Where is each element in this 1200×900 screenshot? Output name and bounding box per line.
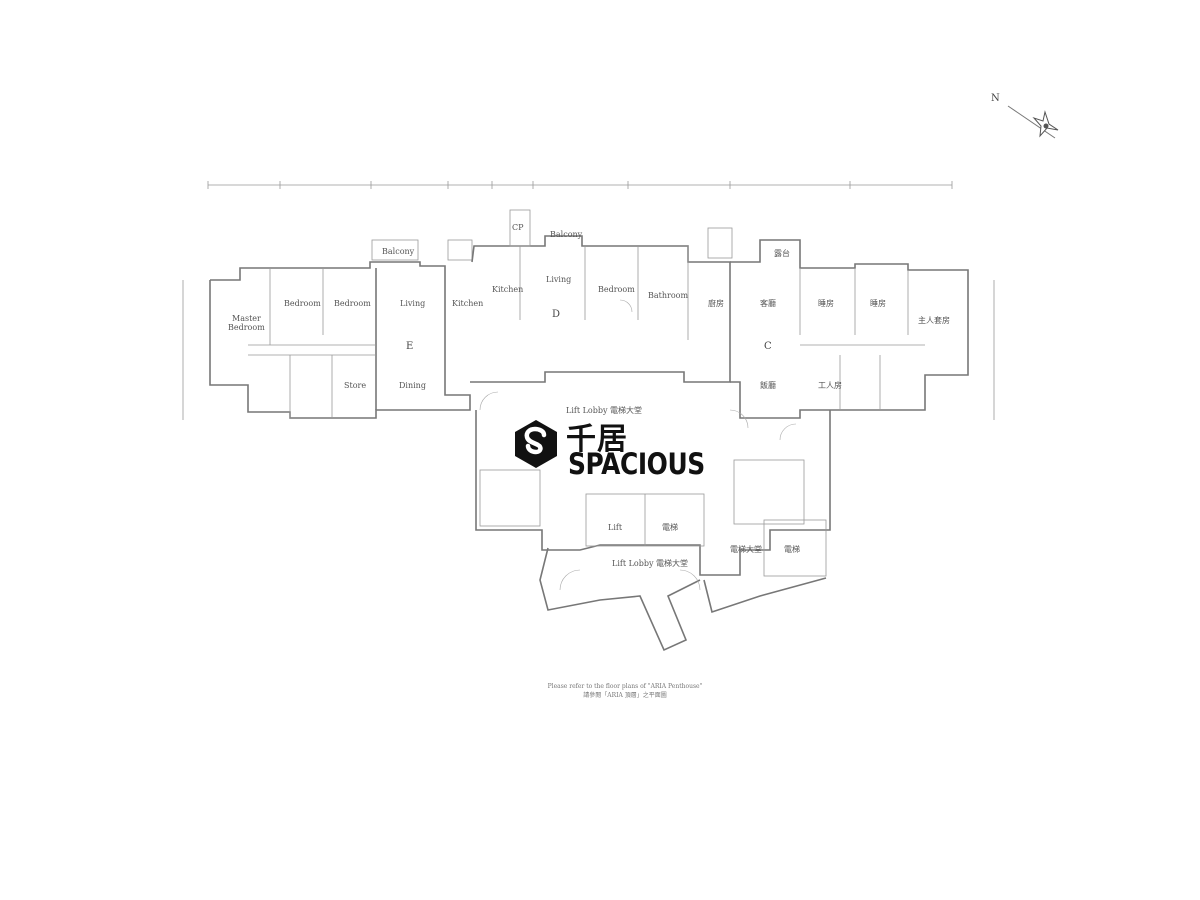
room-balcony-c-label: 露台 (774, 248, 790, 258)
unit-c: C 廚房 客廳 睡房 睡房 主人套房 飯廳 工人房 露台 (708, 248, 950, 390)
compass-label: N (991, 93, 1000, 104)
room-bedroom-c-label-2: 睡房 (870, 298, 886, 308)
unit-e-letter: E (406, 341, 413, 352)
door-swings (479, 299, 797, 591)
room-master-bedroom-label-2: Bedroom (228, 323, 265, 332)
unit-d-letter: D (552, 309, 560, 320)
room-bedroom-c-label: 睡房 (818, 298, 834, 308)
room-bedroom-label-2: Bedroom (334, 299, 371, 308)
room-kitchen-d-label: Kitchen (492, 285, 523, 294)
spacious-logo-icon (515, 420, 557, 468)
room-dining-c-label: 飯廳 (760, 380, 776, 390)
unit-d: D Kitchen Living Bedroom Bathroom Balcon… (492, 223, 688, 320)
room-master-bedroom-label: Master (232, 314, 261, 323)
room-kitchen-label: Kitchen (452, 299, 483, 308)
lift-right-label: 電梯 (784, 544, 800, 554)
lift-lobby-bottom-label: Lift Lobby 電梯大堂 (612, 558, 688, 568)
room-bedroom-d-label: Bedroom (598, 285, 635, 294)
room-dining-label: Dining (399, 381, 426, 390)
lift-cn-label: 電梯 (662, 522, 678, 532)
room-living-c-label: 客廳 (760, 298, 776, 308)
watermark-cn: 千居 (566, 422, 628, 457)
watermark-en: SPACIOUS (568, 447, 705, 481)
room-living-d-label: Living (546, 275, 571, 284)
room-store-label: Store (344, 381, 366, 390)
room-bedroom-label: Bedroom (284, 299, 321, 308)
room-bathroom-d-label: Bathroom (648, 291, 688, 300)
room-store-c-label: 工人房 (818, 380, 842, 390)
common-areas: Lift Lobby 電梯大堂 Lift 電梯 Lift Lobby 電梯大堂 … (566, 405, 800, 568)
unit-c-letter: C (764, 341, 772, 352)
compass-rose-icon: N (991, 93, 1059, 139)
room-living-label: Living (400, 299, 425, 308)
caption-line-1: Please refer to the floor plans of "ARIA… (547, 683, 703, 690)
plan-caption: Please refer to the floor plans of "ARIA… (530, 682, 720, 700)
dimension-strings (182, 181, 995, 420)
room-master-c-label: 主人套房 (918, 315, 950, 325)
lift-label: Lift (608, 523, 623, 532)
building-outline (209, 209, 969, 652)
lift-lobby-top-label: Lift Lobby 電梯大堂 (566, 405, 642, 415)
lift-lobby-right-label: 電梯大堂 (730, 544, 762, 554)
room-cp-label: CP (512, 223, 524, 232)
room-balcony-d-label: Balcony (550, 230, 583, 239)
room-balcony-label: Balcony (382, 247, 415, 256)
room-kitchen-c-label: 廚房 (708, 298, 724, 308)
caption-line-2: 請參閱「ARIA 頂層」之平面圖 (583, 692, 667, 699)
unit-e: E Master Bedroom Bedroom Bedroom Living … (228, 247, 483, 390)
